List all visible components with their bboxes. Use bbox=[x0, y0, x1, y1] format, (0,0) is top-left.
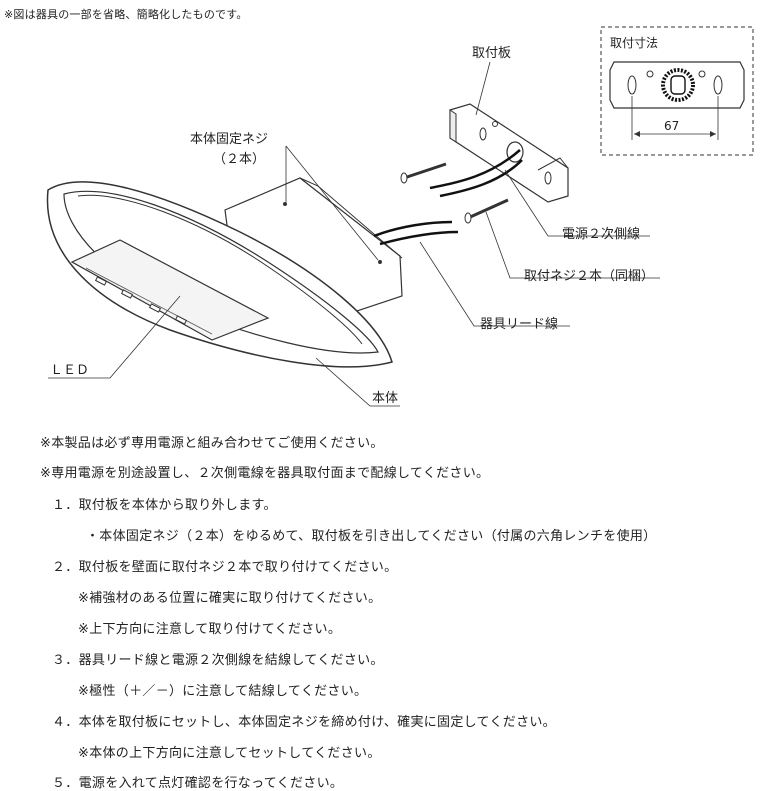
instruction-line: ２．取付板を壁面に取付ネジ２本で取り付けてください。 bbox=[52, 560, 398, 575]
mount-screw-upper bbox=[400, 162, 447, 184]
secondary-wires bbox=[429, 149, 523, 198]
label-body-fix-screw: 本体固定ネジ bbox=[190, 132, 268, 147]
instruction-line: ・本体固定ネジ（２本）をゆるめて、取付板を引き出してください（付属の六角レンチを… bbox=[86, 529, 657, 544]
instruction-line: １．取付板を本体から取り外します。 bbox=[52, 498, 277, 513]
label-secondary-wire: 電源２次側線 bbox=[562, 226, 640, 242]
label-body-fix-screw-count: （２本） bbox=[213, 152, 265, 167]
instruction-line: ３．器具リード線と電源２次側線を結線してください。 bbox=[52, 653, 384, 668]
installation-diagram: 取付寸法 67 取付板 bbox=[46, 26, 754, 407]
label-lead-wire: 器具リード線 bbox=[480, 316, 558, 332]
lead-wires bbox=[373, 220, 459, 246]
label-mount-plate: 取付板 bbox=[472, 46, 511, 61]
instruction-line: ※本体の上下方向に注意してセットしてください。 bbox=[78, 746, 381, 761]
instruction-line: ※極性（＋／－）に注意して結線してください。 bbox=[78, 684, 368, 699]
mount-dimension-inset: 取付寸法 67 bbox=[600, 26, 754, 156]
mount-dimension-title: 取付寸法 bbox=[610, 36, 658, 50]
instruction-line: ５．電源を入れて点灯確認を行なってください。 bbox=[52, 776, 344, 791]
instruction-line: ※上下方向に注意して取り付けてください。 bbox=[78, 622, 342, 637]
label-led: ＬＥＤ bbox=[50, 363, 89, 378]
instruction-line: ４．本体を取付板にセットし、本体固定ネジを締め付け、確実に固定してください。 bbox=[52, 715, 556, 730]
dimension-value: 67 bbox=[664, 119, 679, 133]
instruction-line: ※補強材のある位置に確実に取り付けてください。 bbox=[78, 591, 382, 606]
label-body: 本体 bbox=[372, 391, 398, 406]
label-mount-screw: 取付ネジ２本（同梱） bbox=[524, 269, 654, 284]
instruction-line: ※専用電源を別途設置し、２次側電線を器具取付面まで配線してください。 bbox=[40, 466, 490, 481]
mount-screw-lower bbox=[464, 198, 509, 224]
instruction-line: ※本製品は必ず専用電源と組み合わせてご使用ください。 bbox=[40, 436, 384, 451]
mount-plate bbox=[449, 103, 569, 203]
top-note: ※図は器具の一部を省略、簡略化したものです。 bbox=[4, 8, 248, 21]
fixture-body bbox=[46, 177, 403, 368]
